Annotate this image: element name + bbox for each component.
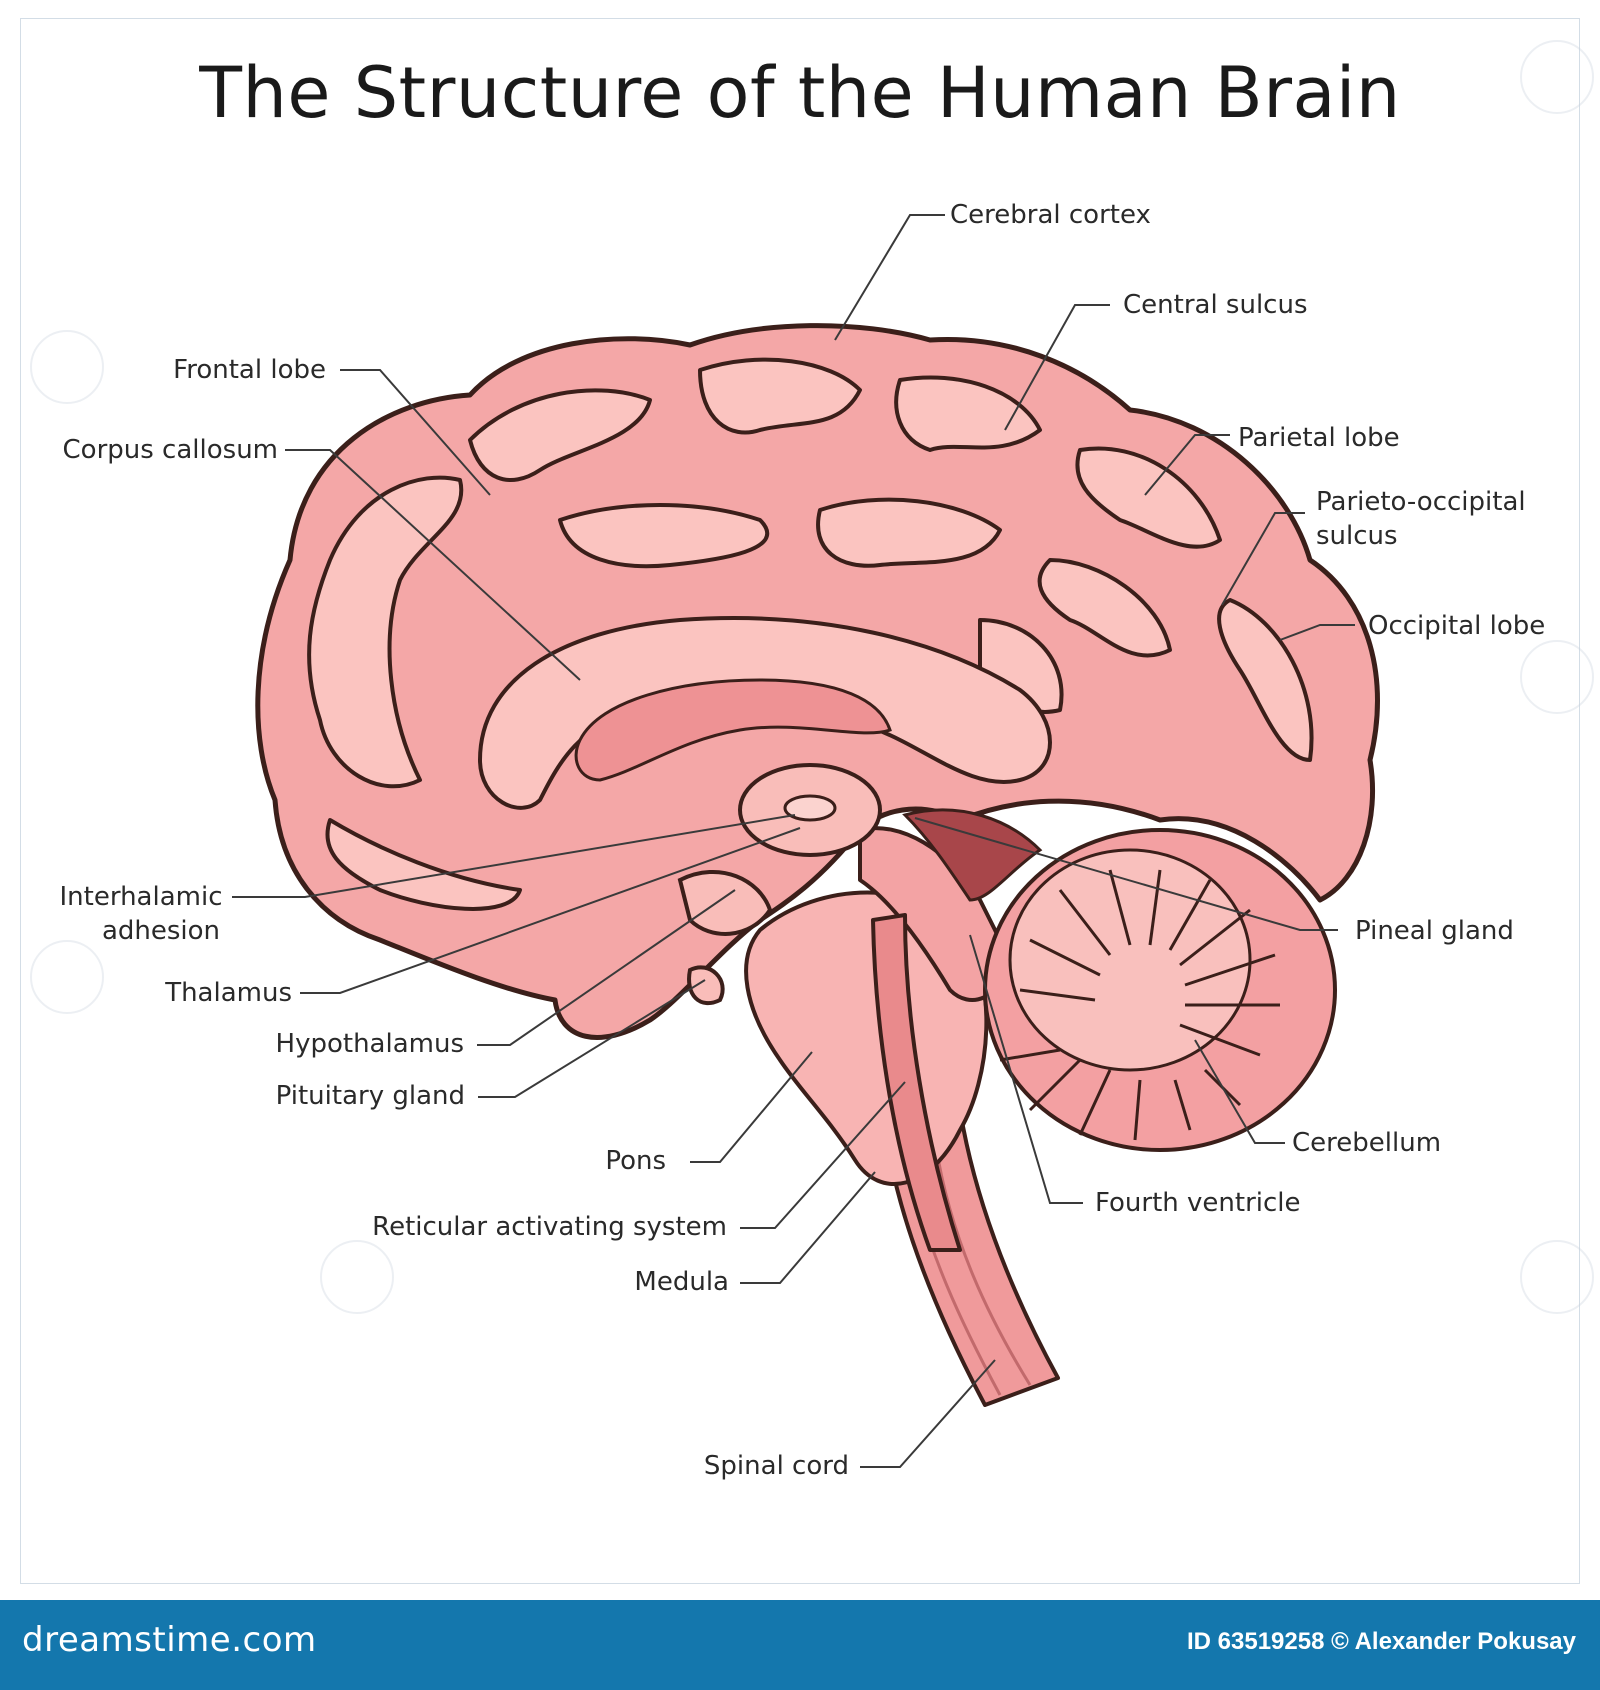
label-parieto-occipital-sulcus-2: sulcus: [1316, 521, 1398, 551]
footer-bar: dreamstime.com ID 63519258 © Alexander P…: [0, 1600, 1600, 1690]
label-spinal-cord: Spinal cord: [703, 1451, 849, 1481]
label-interhalamic-adhesion-1: Interhalamic: [59, 882, 223, 912]
pituitary-shape: [687, 965, 725, 1006]
label-central-sulcus: Central sulcus: [1123, 290, 1308, 320]
corpus-callosum-shape: [477, 616, 1052, 810]
brain-illustration: [232, 214, 1380, 1468]
spinal-canal-2: [933, 1139, 1032, 1386]
diagram-frame: [20, 18, 1580, 1584]
label-cerebellum: Cerebellum: [1292, 1128, 1442, 1158]
label-fourth-ventricle: Fourth ventricle: [1095, 1188, 1301, 1218]
footer-logo[interactable]: dreamstime.com: [22, 1620, 317, 1660]
hypothalamus-shape: [677, 870, 773, 936]
label-parieto-occipital-sulcus-1: Parieto-occipital: [1316, 487, 1526, 517]
watermark-icon: [1520, 1240, 1594, 1314]
label-reticular-activating-system: Reticular activating system: [372, 1212, 727, 1242]
label-pons: Pons: [605, 1146, 666, 1176]
leader-lines: [232, 214, 1355, 1468]
watermark-icon: [320, 1240, 394, 1314]
label-thalamus: Thalamus: [165, 978, 292, 1008]
label-pituitary-gland: Pituitary gland: [275, 1081, 465, 1111]
label-hypothalamus: Hypothalamus: [275, 1029, 464, 1059]
watermark-icon: [30, 940, 104, 1014]
pineal-region-shape: [902, 808, 1043, 902]
label-cerebral-cortex: Cerebral cortex: [950, 200, 1151, 230]
label-occipital-lobe: Occipital lobe: [1368, 611, 1546, 641]
label-corpus-callosum: Corpus callosum: [62, 435, 278, 465]
label-medula: Medula: [634, 1267, 729, 1297]
label-interhalamic-adhesion-2: adhesion: [101, 916, 221, 946]
cerebellum-shape: [983, 828, 1337, 1152]
brainstem: [744, 826, 1060, 1407]
ventricle-shape: [574, 678, 892, 782]
label-parietal-lobe: Parietal lobe: [1238, 423, 1400, 453]
watermark-icon: [1520, 640, 1594, 714]
gyri: [307, 357, 1314, 911]
watermark-icon: [30, 330, 104, 404]
watermark-icon: [1520, 40, 1594, 114]
stem-tube: [871, 913, 962, 1252]
page-title: The Structure of the Human Brain: [199, 52, 1401, 134]
label-frontal-lobe: Frontal lobe: [173, 355, 326, 385]
interthalamic-adhesion-shape: [783, 794, 837, 822]
label-pineal-gland: Pineal gland: [1355, 916, 1514, 946]
footer-credit: ID 63519258 © Alexander Pokusay: [1186, 1628, 1576, 1655]
